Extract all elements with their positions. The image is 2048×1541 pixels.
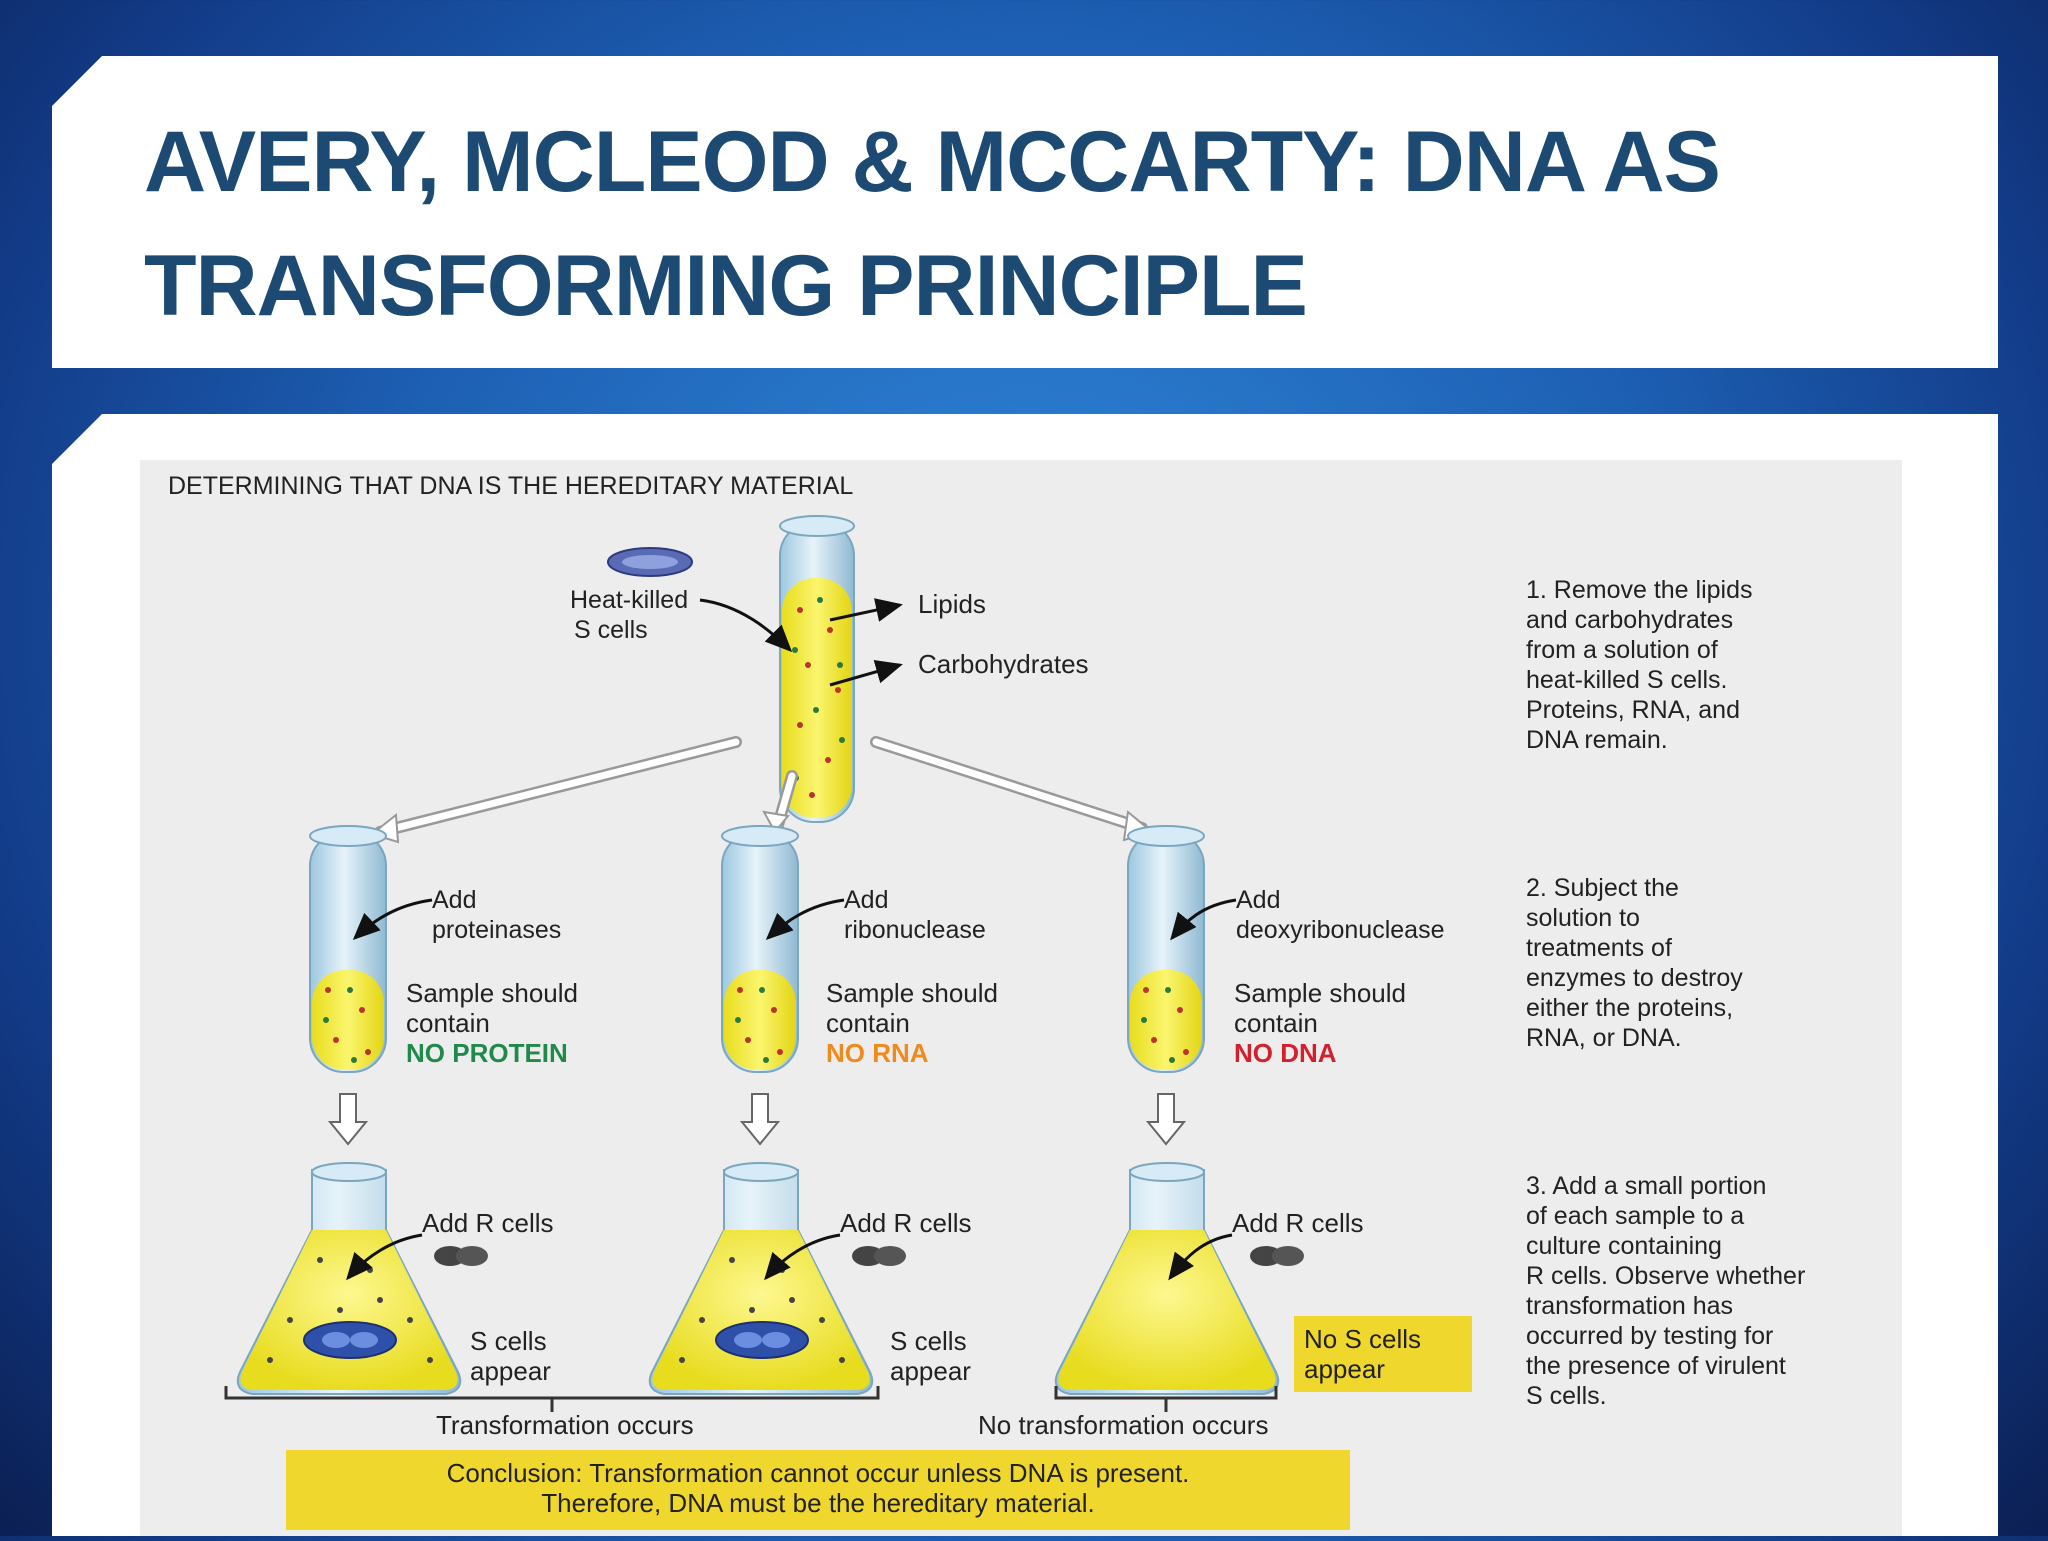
transformation-occurs-label: Transformation occurs xyxy=(436,1410,694,1440)
heat-killed-pointer xyxy=(699,598,793,653)
step-2-line: RNA, or DNA. xyxy=(1526,1024,1682,1052)
branch-3-outcome-line-2: appear xyxy=(1304,1354,1385,1384)
step-2-line: solution to xyxy=(1526,904,1640,932)
branch-3-sample-label: Sample should xyxy=(1234,978,1406,1008)
branch-1-outcome-line-2: appear xyxy=(470,1356,551,1386)
step-2-text: 2. Subject the solution to treatments of… xyxy=(1526,874,1743,1052)
branch-2-outcome-line-1: S cells xyxy=(890,1326,967,1356)
r-cells-3: Add R cells xyxy=(1168,1208,1364,1281)
branch-2-sample-label: Sample should xyxy=(826,978,998,1008)
step-1-line: DNA remain. xyxy=(1526,726,1668,754)
branch-3-contain-label: contain xyxy=(1234,1008,1318,1038)
branch-ribonuclease: Add ribonuclease Sample should contain N… xyxy=(721,825,998,1073)
branch-1-outcome-line-1: S cells xyxy=(470,1326,547,1356)
branch-2-add-label: Add xyxy=(844,886,888,914)
step-2-line: enzymes to destroy xyxy=(1526,964,1743,992)
title-panel xyxy=(52,56,1998,368)
split-arrow-center xyxy=(762,770,798,834)
step-3-line: culture containing xyxy=(1526,1232,1722,1260)
no-transformation-label: No transformation occurs xyxy=(978,1410,1268,1440)
step-3-line: R cells. Observe whether xyxy=(1526,1262,1805,1290)
branch-3-outcome-line-1: No S cells xyxy=(1304,1324,1421,1354)
flask-2 xyxy=(648,1162,874,1395)
r-cell-icon xyxy=(434,1246,466,1266)
branch-2-contain-label: contain xyxy=(826,1008,910,1038)
carbohydrates-pointer xyxy=(829,660,903,687)
branch-1-sample-label: Sample should xyxy=(406,978,578,1008)
conclusion-line-2: Therefore, DNA must be the hereditary ma… xyxy=(541,1488,1094,1518)
step-2-line: either the proteins, xyxy=(1526,994,1733,1022)
down-arrow-3 xyxy=(1145,1093,1187,1146)
r-cell-icon xyxy=(1250,1246,1282,1266)
r-cell-icon xyxy=(1272,1246,1304,1266)
heat-killed-label: Heat-killed xyxy=(570,586,688,614)
step-2-line: 2. Subject the xyxy=(1526,874,1679,902)
branch-2-result: NO RNA xyxy=(826,1038,929,1068)
step-3-line: transformation has xyxy=(1526,1292,1733,1320)
step-3-line: the presence of virulent xyxy=(1526,1352,1786,1380)
r-cells-2: Add R cells xyxy=(764,1208,972,1281)
r-cell-icon xyxy=(456,1246,488,1266)
conclusion-line-1: Conclusion: Transformation cannot occur … xyxy=(447,1458,1190,1488)
step-3-line: 3. Add a small portion xyxy=(1526,1172,1766,1200)
figure: DETERMINING THAT DNA IS THE HEREDITARY M… xyxy=(140,460,1902,1536)
down-arrows xyxy=(327,1093,1187,1146)
s-cells-label: S cells xyxy=(574,616,648,644)
branch-2-r-cells-label: Add R cells xyxy=(840,1208,972,1238)
branch-3-result: NO DNA xyxy=(1234,1038,1337,1068)
slide-title-line-2: TRANSFORMING PRINCIPLE xyxy=(144,238,1308,334)
heat-killed-cell-icon xyxy=(607,547,693,577)
top-test-tube xyxy=(779,515,855,823)
step-1-line: from a solution of xyxy=(1526,636,1718,664)
split-arrow-right xyxy=(870,736,1155,842)
step-1-line: 1. Remove the lipids xyxy=(1526,576,1753,604)
step-2-line: treatments of xyxy=(1526,934,1672,962)
branch-1-enzyme-label: proteinases xyxy=(432,916,561,944)
r-cell-icon xyxy=(852,1246,884,1266)
branch-2-enzyme-label: ribonuclease xyxy=(844,916,986,944)
branch-1-r-cells-label: Add R cells xyxy=(422,1208,554,1238)
branch-1-contain-label: contain xyxy=(406,1008,490,1038)
lipids-label: Lipids xyxy=(918,589,986,619)
step-3-line: occurred by testing for xyxy=(1526,1322,1773,1350)
experiment-diagram: DETERMINING THAT DNA IS THE HEREDITARY M… xyxy=(168,472,1805,1530)
step-3-line: of each sample to a xyxy=(1526,1202,1744,1230)
branch-2-outcome-line-2: appear xyxy=(890,1356,971,1386)
carbohydrates-label: Carbohydrates xyxy=(918,649,1089,679)
branch-deoxyribonuclease: Add deoxyribonuclease Sample should cont… xyxy=(1127,825,1444,1073)
slide-title: AVERY, MCLEOD & MCCARTY: DNA AS TRANSFOR… xyxy=(144,100,1894,348)
branch-3-enzyme-label: deoxyribonuclease xyxy=(1236,916,1444,944)
step-1-line: and carbohydrates xyxy=(1526,606,1733,634)
slide-title-line-1: AVERY, MCLEOD & MCCARTY: DNA AS xyxy=(144,114,1721,210)
r-cell-icon xyxy=(874,1246,906,1266)
branch-3-r-cells-label: Add R cells xyxy=(1232,1208,1364,1238)
no-s-cells-highlight xyxy=(1294,1316,1472,1392)
step-1-line: heat-killed S cells. xyxy=(1526,666,1727,694)
step-1-line: Proteins, RNA, and xyxy=(1526,696,1740,724)
step-3-text: 3. Add a small portion of each sample to… xyxy=(1526,1172,1805,1410)
r-cells-1: Add R cells xyxy=(346,1208,554,1281)
step-1-text: 1. Remove the lipids and carbohydrates f… xyxy=(1526,576,1753,754)
down-arrow-2 xyxy=(739,1093,781,1146)
figure-header: DETERMINING THAT DNA IS THE HEREDITARY M… xyxy=(168,472,853,500)
lipids-pointer xyxy=(829,598,903,622)
branch-3-add-label: Add xyxy=(1236,886,1280,914)
branch-1-result: NO PROTEIN xyxy=(406,1038,568,1068)
flask-1 xyxy=(236,1162,462,1395)
branch-proteinases: Add proteinases Sample should contain NO… xyxy=(309,825,578,1073)
branch-1-add-label: Add xyxy=(432,886,476,914)
down-arrow-1 xyxy=(327,1093,369,1146)
step-3-line: S cells. xyxy=(1526,1382,1607,1410)
conclusion-box xyxy=(286,1450,1350,1530)
flask-3 xyxy=(1054,1162,1280,1395)
split-arrow-left xyxy=(369,736,742,844)
